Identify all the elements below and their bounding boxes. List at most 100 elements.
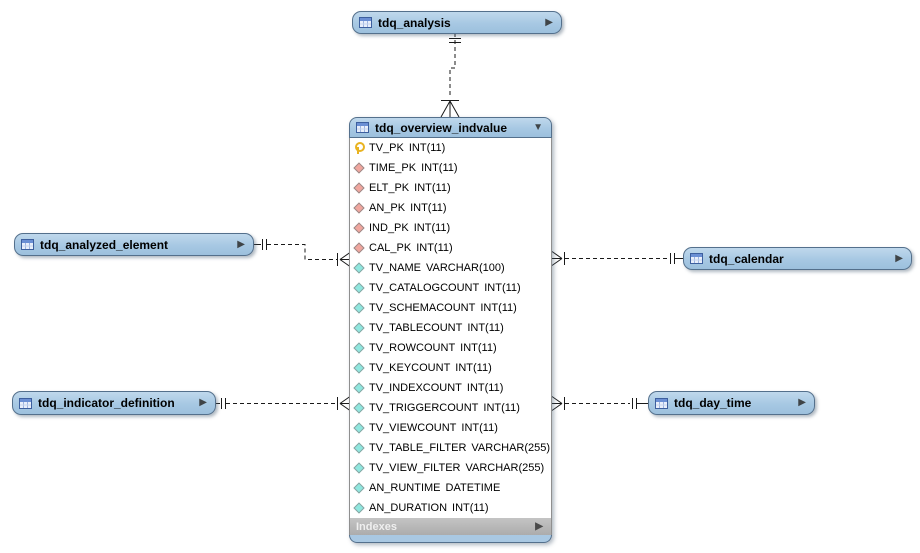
expand-arrow-icon[interactable]: ▶: [895, 252, 903, 264]
column-diamond-icon: [353, 482, 365, 494]
collapse-arrow-icon[interactable]: ▼: [533, 121, 543, 133]
column-name: TV_TRIGGERCOUNT: [369, 402, 479, 414]
table-tdq-analyzed-element[interactable]: tdq_analyzed_element ▶: [14, 233, 254, 256]
relationship-overview-day-time: [551, 396, 648, 411]
foreign-key-diamond-icon: [353, 202, 365, 214]
column-name: TV_PK: [369, 142, 404, 154]
column-row[interactable]: TV_CATALOGCOUNT INT(11): [350, 278, 551, 298]
column-diamond-icon: [353, 362, 365, 374]
primary-key-icon: [353, 142, 365, 154]
column-type: VARCHAR(255): [465, 462, 545, 474]
column-row[interactable]: ELT_PK INT(11): [350, 178, 551, 198]
expand-arrow-icon[interactable]: ▶: [545, 16, 553, 28]
column-diamond-icon: [353, 382, 365, 394]
column-name: TV_CATALOGCOUNT: [369, 282, 480, 294]
column-name: ELT_PK: [369, 182, 410, 194]
column-name: AN_DURATION: [369, 502, 448, 514]
table-icon: [19, 397, 32, 409]
foreign-key-diamond-icon: [353, 162, 365, 174]
column-row[interactable]: CAL_PK INT(11): [350, 238, 551, 258]
column-diamond-icon: [353, 422, 365, 434]
table-icon: [356, 122, 369, 133]
column-row[interactable]: AN_DURATION INT(11): [350, 498, 551, 518]
expand-arrow-icon[interactable]: ▶: [237, 238, 245, 250]
column-diamond-icon: [353, 402, 365, 414]
column-name: TIME_PK: [369, 162, 417, 174]
column-type: INT(11): [410, 202, 447, 214]
column-type: INT(11): [455, 362, 492, 374]
foreign-key-diamond-icon: [353, 182, 365, 194]
column-row[interactable]: TV_KEYCOUNT INT(11): [350, 358, 551, 378]
column-row[interactable]: TV_TRIGGERCOUNT INT(11): [350, 398, 551, 418]
table-tdq-day-time[interactable]: tdq_day_time ▶: [648, 391, 815, 415]
column-name: AN_PK: [369, 202, 406, 214]
column-row[interactable]: TV_TABLE_FILTER VARCHAR(255): [350, 438, 551, 458]
column-type: INT(11): [416, 242, 453, 254]
column-type: INT(11): [413, 222, 451, 234]
column-type: VARCHAR(100): [425, 262, 505, 274]
column-diamond-icon: [353, 462, 365, 474]
column-type: INT(11): [466, 382, 504, 394]
column-name: TV_TABLE_FILTER: [369, 442, 467, 454]
relationship-indicator-definition-overview: [216, 396, 351, 411]
column-type: INT(11): [460, 342, 497, 354]
table-title: tdq_overview_indvalue: [375, 120, 508, 135]
foreign-key-diamond-icon: [353, 222, 365, 234]
column-name: AN_RUNTIME: [369, 482, 441, 494]
table-tdq-calendar[interactable]: tdq_calendar ▶: [683, 247, 912, 270]
column-type: INT(11): [461, 422, 498, 434]
column-diamond-icon: [353, 342, 365, 354]
column-diamond-icon: [353, 322, 365, 334]
column-type: INT(11): [484, 282, 521, 294]
table-title: tdq_indicator_definition: [38, 396, 175, 410]
column-name: CAL_PK: [369, 242, 412, 254]
column-type: INT(11): [421, 162, 458, 174]
indexes-section[interactable]: Indexes ▶: [349, 518, 552, 535]
column-type: INT(11): [467, 322, 504, 334]
column-name: TV_VIEW_FILTER: [369, 462, 461, 474]
column-row[interactable]: TV_VIEW_FILTER VARCHAR(255): [350, 458, 551, 478]
column-diamond-icon: [353, 442, 365, 454]
column-name: TV_TABLECOUNT: [369, 322, 463, 334]
column-row[interactable]: TV_PK INT(11): [350, 138, 551, 158]
column-row[interactable]: TV_INDEXCOUNT INT(11): [350, 378, 551, 398]
column-row[interactable]: TV_VIEWCOUNT INT(11): [350, 418, 551, 438]
expand-arrow-icon[interactable]: ▶: [535, 520, 543, 532]
table-header[interactable]: tdq_overview_indvalue ▼: [349, 117, 552, 138]
table-title: tdq_day_time: [674, 396, 752, 410]
column-name: TV_SCHEMACOUNT: [369, 302, 476, 314]
expand-arrow-icon[interactable]: ▶: [798, 397, 806, 408]
column-row[interactable]: TIME_PK INT(11): [350, 158, 551, 178]
table-icon: [21, 239, 34, 250]
table-tdq-overview-indvalue[interactable]: tdq_overview_indvalue ▼ TV_PK INT(11) TI…: [349, 117, 552, 543]
column-name: TV_VIEWCOUNT: [369, 422, 457, 434]
table-icon: [690, 253, 703, 264]
table-title: tdq_calendar: [709, 251, 784, 266]
table-tdq-analysis[interactable]: tdq_analysis ▶: [352, 11, 562, 34]
column-row[interactable]: TV_ROWCOUNT INT(11): [350, 338, 551, 358]
column-row[interactable]: AN_PK INT(11): [350, 198, 551, 218]
table-icon: [359, 17, 372, 28]
column-row[interactable]: IND_PK INT(11): [350, 218, 551, 238]
column-row[interactable]: TV_TABLECOUNT INT(11): [350, 318, 551, 338]
column-name: TV_ROWCOUNT: [369, 342, 456, 354]
relationship-analysis-overview: [440, 33, 461, 118]
table-icon: [655, 397, 668, 409]
indexes-label: Indexes: [356, 520, 397, 533]
column-type: INT(11): [408, 142, 446, 154]
column-name: IND_PK: [369, 222, 409, 234]
table-tdq-indicator-definition[interactable]: tdq_indicator_definition ▶: [12, 391, 216, 415]
column-type: INT(11): [480, 302, 517, 314]
column-row[interactable]: AN_RUNTIME DATETIME: [350, 478, 551, 498]
column-diamond-icon: [353, 282, 365, 294]
table-title: tdq_analysis: [378, 15, 451, 30]
column-row[interactable]: TV_SCHEMACOUNT INT(11): [350, 298, 551, 318]
column-diamond-icon: [353, 502, 365, 514]
expand-arrow-icon[interactable]: ▶: [199, 397, 207, 408]
column-list: TV_PK INT(11) TIME_PK INT(11) ELT_PK INT…: [349, 138, 552, 518]
foreign-key-diamond-icon: [353, 242, 365, 254]
column-name: TV_INDEXCOUNT: [369, 382, 462, 394]
column-row[interactable]: TV_NAME VARCHAR(100): [350, 258, 551, 278]
column-diamond-icon: [353, 302, 365, 314]
